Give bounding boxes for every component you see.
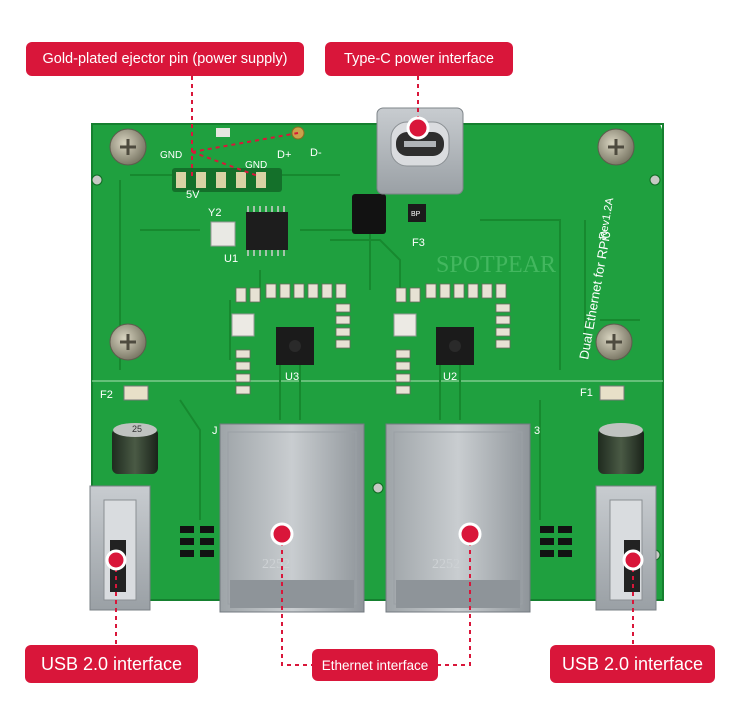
callout-usb-right: USB 2.0 interface bbox=[550, 645, 715, 683]
dplus-label: D+ bbox=[277, 149, 291, 161]
rj45-jack-left bbox=[219, 423, 365, 613]
fuse-f3 bbox=[408, 204, 426, 222]
f2-label: F2 bbox=[100, 389, 113, 401]
mounting-screw bbox=[109, 323, 147, 361]
f1-label: F1 bbox=[580, 387, 593, 399]
gnd-label-2: GND bbox=[245, 160, 267, 171]
rj45-marking-left: 2252 bbox=[262, 557, 290, 572]
passive-array-left bbox=[235, 283, 351, 395]
u2-label: U2 bbox=[443, 371, 457, 383]
leader-lines bbox=[115, 76, 634, 666]
rj45-marking-right: 2252 bbox=[432, 557, 460, 572]
bp-label: BP bbox=[411, 211, 421, 218]
y2-label: Y2 bbox=[208, 207, 221, 219]
mounting-screw bbox=[595, 323, 633, 361]
capacitor-right bbox=[598, 423, 644, 474]
usb-connector-right bbox=[595, 485, 657, 611]
watermark: SPOTPEAR bbox=[436, 252, 556, 278]
callout-type-c: Type-C power interface bbox=[325, 42, 513, 76]
capacitor-left bbox=[112, 423, 158, 474]
crystal-u3 bbox=[231, 313, 255, 337]
fuse-f1 bbox=[599, 385, 625, 401]
u1-label: U1 bbox=[224, 253, 238, 265]
5v-label: 5V bbox=[186, 189, 200, 201]
type-c-connector bbox=[376, 107, 464, 195]
chip-u2 bbox=[436, 327, 474, 365]
chip-u3 bbox=[276, 327, 314, 365]
inductor bbox=[352, 194, 386, 234]
callout-usb-left: USB 2.0 interface bbox=[25, 645, 198, 683]
marker-dots bbox=[105, 116, 644, 571]
cap-marking-left: 25 bbox=[132, 424, 142, 434]
gnd-label-1: GND bbox=[160, 150, 182, 161]
callout-gold-pin: Gold-plated ejector pin (power supply) bbox=[26, 42, 304, 76]
dminus-label: D- bbox=[310, 147, 322, 159]
chip-u1 bbox=[246, 206, 288, 256]
u3-label: U3 bbox=[285, 371, 299, 383]
f3-label: F3 bbox=[412, 237, 425, 249]
j-label: J bbox=[212, 425, 218, 437]
rj45-jack-right bbox=[385, 423, 531, 613]
crystal-u2 bbox=[393, 313, 417, 337]
crystal-y2 bbox=[210, 221, 236, 247]
passive-bottom bbox=[180, 526, 572, 557]
fuse-f2 bbox=[123, 385, 149, 401]
usb-connector-left bbox=[89, 485, 151, 611]
mounting-screw bbox=[109, 128, 147, 166]
mounting-screw bbox=[597, 128, 635, 166]
ref-3-label: 3 bbox=[534, 425, 540, 437]
passive-array-right bbox=[395, 283, 511, 395]
callout-ethernet: Ethernet interface bbox=[312, 649, 438, 681]
